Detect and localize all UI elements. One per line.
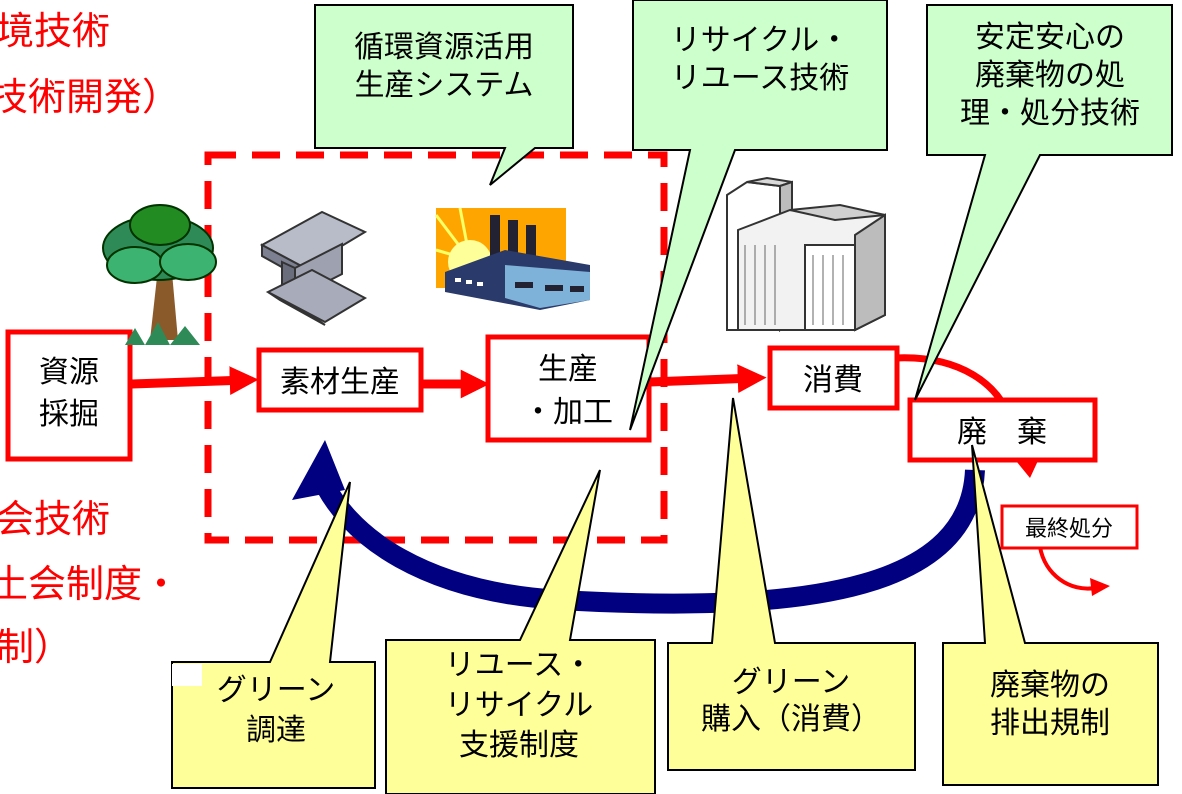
material-label: 素材生産 [280,365,400,400]
callout-emission-regulation: 廃棄物の 排出規制 [942,444,1159,786]
left-labels-top: 境技術 技術開発） [0,9,180,119]
box-production-processing: 生産 ・加工 [485,334,652,443]
circulation-line-2: 生産システム [354,68,533,103]
recycle-reuse-line-2: リユース技術 [671,61,850,96]
green-purchase-line-1: グリーン [732,665,851,700]
box-disposal: 廃 棄 [907,397,1098,463]
box-material-production: 素材生産 [256,347,424,413]
green-purchase-line-2: 購入（消費） [701,702,881,737]
resource-label-2: 採掘 [39,397,99,432]
left-label-top-1: 境技術 [0,9,110,53]
left-labels-bottom: 会技術 土会制度・ 制） [0,497,180,669]
resource-label-1: 資源 [39,355,99,390]
green-procurement-line-2: 調達 [246,713,306,748]
final-disposal-label: 最終処分 [1025,517,1113,542]
tree-icon [102,204,217,345]
circulation-line-1: 循環資源活用 [354,30,534,65]
safe-disposal-line-3: 理・処分技術 [960,96,1140,131]
steel-beam-icon [259,210,368,326]
recycle-reuse-line-1: リサイクル・ [671,23,850,58]
callout-safe-disposal-tech: 安定安心の 廃棄物の処 理・処分技術 [914,4,1173,401]
left-label-top-2: 技術開発） [0,75,180,119]
reuse-support-line-3: 支援制度 [459,728,579,763]
production-label-2: ・加工 [523,395,613,430]
emission-regulation-line-1: 廃棄物の [990,668,1110,703]
left-label-bottom-1: 会技術 [0,497,110,541]
callout-green-purchase: グリーン 購入（消費） [667,397,916,771]
callout-green-procurement: グリーン 調達 [171,481,376,789]
left-label-bottom-3: 制） [0,625,72,669]
return-flow-arrow [292,440,985,614]
safe-disposal-line-2: 廃棄物の処 [975,58,1125,93]
left-label-bottom-2: 土会制度・ [0,562,180,606]
reuse-support-line-2: リサイクル [445,688,594,723]
callout-reuse-support: リユース・ リサイクル 支援制度 [385,469,656,794]
emission-regulation-line-2: 排出規制 [990,706,1110,741]
reuse-support-line-1: リユース・ [445,648,594,683]
callout-circulation-production: 循環資源活用 生産システム [314,4,574,186]
box-consumption: 消費 [767,345,900,411]
callout-recycle-reuse-tech: リサイクル・ リユース技術 [629,0,888,431]
green-procurement-line-1: グリーン [217,673,336,708]
box-resource-extraction: 資源 採掘 [5,329,133,462]
safe-disposal-line-1: 安定安心の [975,20,1125,55]
office-buildings-icon [726,176,886,333]
consumption-label: 消費 [803,363,863,398]
disposal-label: 廃 棄 [957,415,1047,450]
box-final-disposal: 最終処分 [1000,504,1139,550]
production-label-1: 生産 [538,352,598,387]
factory-icon [434,207,590,310]
circulation-system-boundary [204,151,668,544]
